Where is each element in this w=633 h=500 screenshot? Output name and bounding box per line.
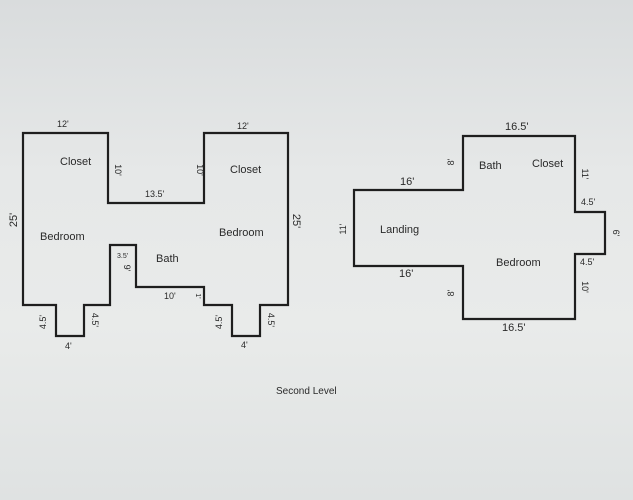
dim-right-side: 25' — [290, 214, 302, 228]
right-plan-outline — [352, 134, 607, 321]
bedroom-left-label: Bedroom — [40, 231, 85, 243]
dim-notch1-right: 4.5' — [90, 313, 100, 328]
dim-rp-landing-bottom: 16' — [399, 268, 413, 280]
bath-right-label: Bath — [479, 160, 502, 172]
dim-top-left: 12' — [57, 119, 69, 129]
dim-rp-lower-8: 8' — [446, 289, 456, 296]
dim-rp-upper-8: 8' — [446, 158, 456, 165]
dim-inner-10-left: 10' — [113, 164, 123, 176]
dim-rp-bump-side: 6' — [611, 230, 621, 237]
closet-right-plan-label: Closet — [532, 158, 563, 170]
caption: Second Level — [276, 386, 337, 397]
closet-left-label: Closet — [60, 156, 91, 168]
dim-bath-9: 9' — [122, 265, 132, 272]
dim-bath-3-5: 3.5' — [117, 253, 128, 260]
dim-rp-bump-top: 4.5' — [581, 197, 596, 207]
dim-rp-bottom: 16.5' — [502, 322, 526, 334]
closet-right-label: Closet — [230, 164, 261, 176]
dim-notch1-bottom: 4' — [65, 341, 72, 351]
bedroom-right-plan-label: Bedroom — [496, 257, 541, 269]
dim-left-side: 25' — [8, 213, 20, 227]
dim-rp-bump-bottom: 4.5' — [580, 257, 595, 267]
dim-inner-10-right: 10' — [195, 164, 205, 176]
dim-rp-right-10: 10' — [580, 281, 590, 293]
dim-bath-10: 10' — [164, 291, 176, 301]
dim-top-right: 12' — [237, 121, 249, 131]
dim-notch2-bottom: 4' — [241, 340, 248, 350]
dim-rp-landing-side: 11' — [338, 223, 348, 234]
dim-rp-landing-top: 16' — [400, 176, 414, 188]
landing-label: Landing — [380, 224, 419, 236]
dim-rp-top: 16.5' — [505, 121, 529, 133]
dim-notch2-left: 4.5' — [214, 315, 224, 330]
dim-bath-1: 1' — [194, 293, 201, 298]
bedroom-right-label: Bedroom — [219, 227, 264, 239]
left-plan-outline — [21, 131, 290, 338]
dim-notch2-right: 4.5' — [266, 313, 276, 328]
dim-mid-13-5: 13.5' — [145, 189, 165, 199]
bath-left-label: Bath — [156, 253, 179, 265]
dim-notch1-left: 4.5' — [38, 315, 48, 330]
dim-rp-right-11: 11' — [580, 168, 590, 179]
